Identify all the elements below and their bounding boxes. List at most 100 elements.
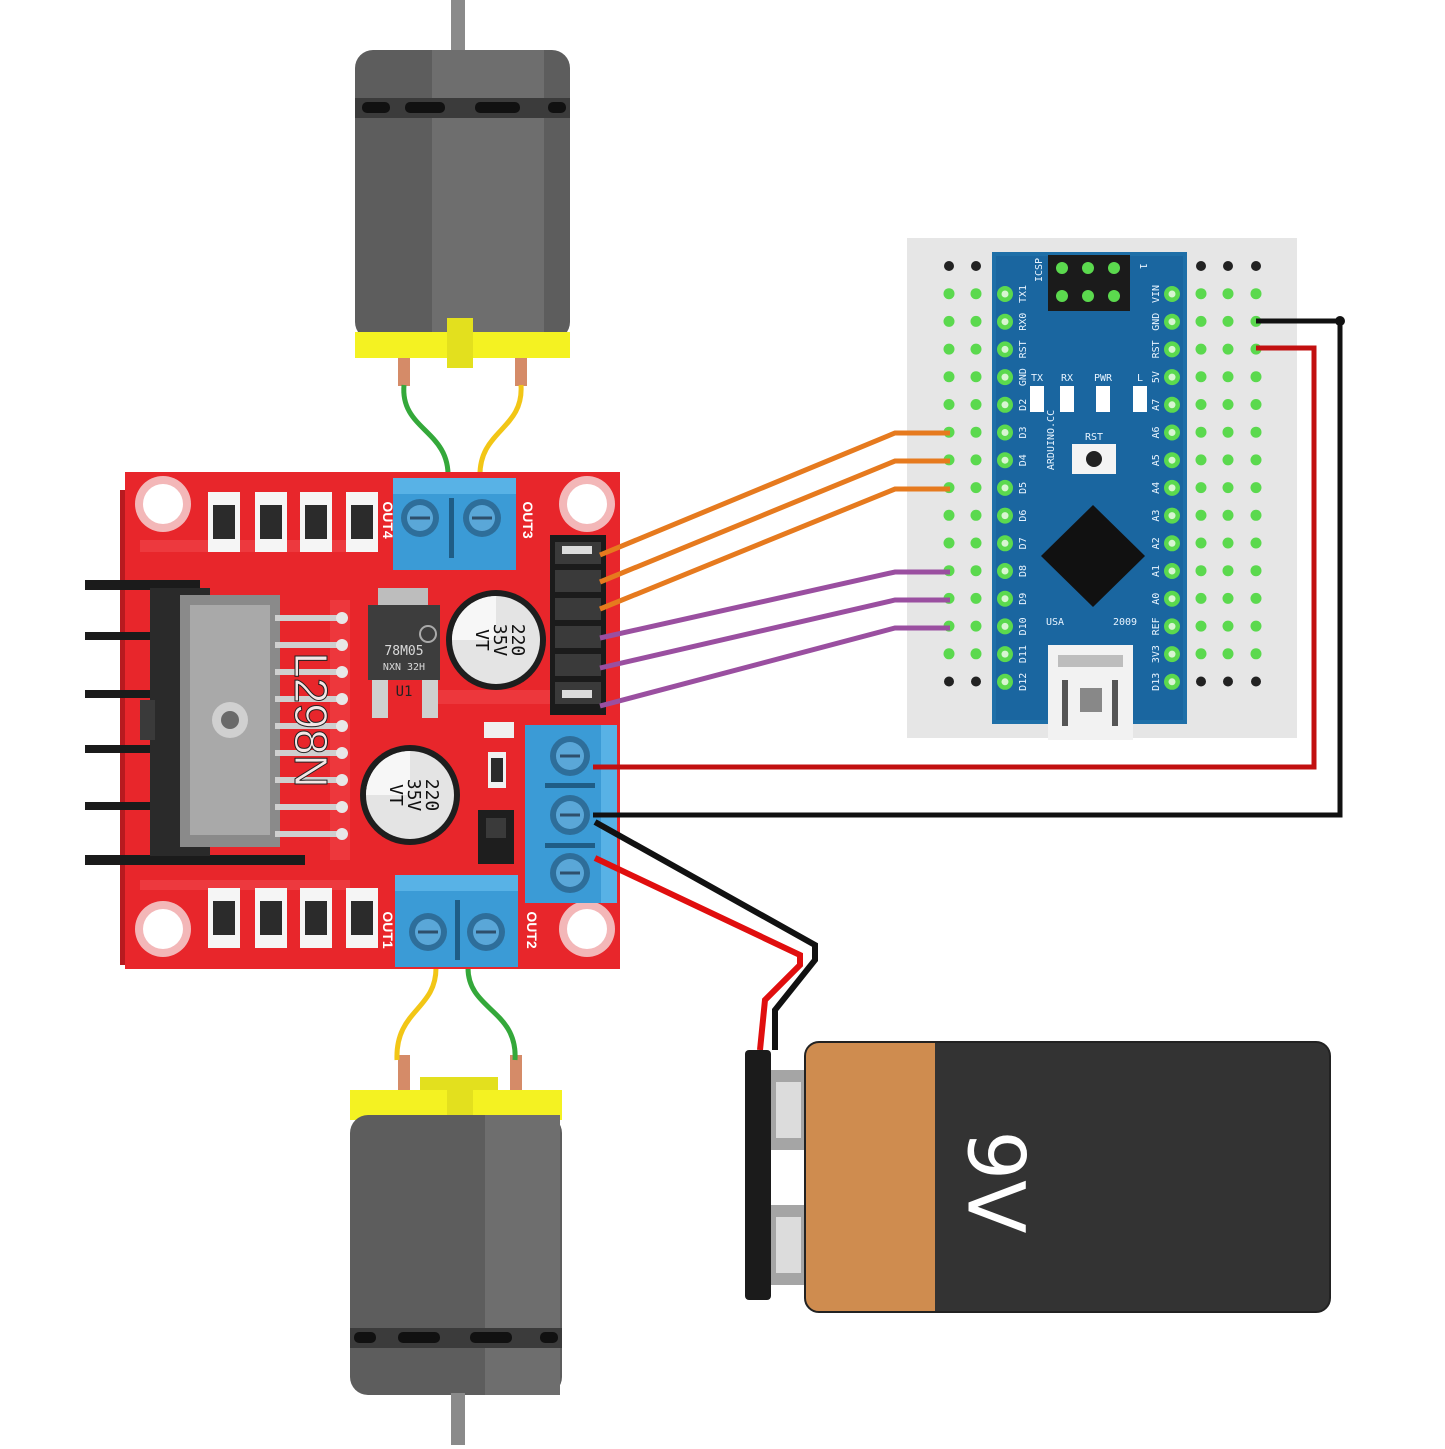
breadboard-hole [970,620,982,632]
breadboard-hole [1222,426,1234,438]
breadboard-hole [944,676,954,687]
breadboard-hole [971,676,981,687]
nano-right-pin-label: A2 [1151,537,1162,549]
nano-pin-hole [1001,567,1009,575]
breadboard-hole [1251,261,1261,271]
l298n-driver-board: L298N 78M05 NXN 32H U1 220 35V VT 220 [85,472,620,969]
mounting-hole [135,901,191,957]
nano-left-pin-label: D10 [1018,617,1029,635]
battery-9v: 9V [745,1041,1331,1313]
cap-value: 220 [421,779,442,812]
wire-red-battery [593,855,803,1051]
nano-pin-hole [1168,318,1176,326]
breadboard-hole [1222,343,1234,355]
terminal-label-out1: OUT1 [380,911,396,949]
breadboard-hole [943,343,955,355]
nano-pin-hole [1168,345,1176,353]
breadboard-hole [970,426,982,438]
breadboard-hole [1222,620,1234,632]
breadboard-hole [970,288,982,300]
nano-left-pin-label: D11 [1018,645,1029,663]
breadboard-hole [1195,620,1207,632]
nano-pin-hole [1001,456,1009,464]
wire-purple-d9 [599,597,950,671]
breadboard-hole [1195,399,1207,410]
terminal-label-out4: OUT4 [380,501,396,539]
nano-pin-hole [1001,678,1009,686]
breadboard-hole [943,315,955,327]
breadboard-hole [1196,676,1206,687]
icsp-label: ICSP [1034,258,1045,282]
breadboard-hole [943,288,955,300]
breadboard-hole [1195,509,1207,521]
wire-green-top [401,384,451,479]
nano-left-pin-label: RST [1018,340,1029,358]
nano-pin-hole [1001,539,1009,547]
cap-value: 220 [507,624,528,657]
rst-label: RST [1085,432,1103,443]
reset-button-cap [1086,451,1102,467]
breadboard-hole [943,537,955,549]
wire-red-5v [593,345,1317,770]
nano-right-pin-label: A5 [1151,454,1162,466]
nano-pin-hole [1168,429,1176,436]
wire-yellow-top [477,384,524,479]
breadboard-hole [943,509,955,521]
breadboard-hole [1223,261,1233,271]
battery-body [805,1042,1330,1312]
top-motor [355,0,570,386]
breadboard-hole [970,399,982,410]
breadboard-hole [1195,288,1207,300]
led [484,722,514,738]
nano-left-pin-label: TX1 [1018,285,1029,303]
cap-series: VT [385,784,406,806]
nano-right-pin-label: A7 [1151,399,1162,411]
breadboard-hole [970,371,982,383]
voltage-regulator: 78M05 NXN 32H U1 [368,588,440,718]
nano-left-pin-label: RX0 [1018,313,1029,331]
breadboard-hole [1250,482,1262,494]
breadboard-hole [1195,315,1207,327]
icsp-header [1048,255,1130,311]
breadboard-hole [970,537,982,549]
breadboard-hole [1222,648,1234,660]
nano-left-pin-label: D3 [1018,426,1029,438]
breadboard-hole [1195,648,1207,660]
breadboard-hole [944,261,954,271]
mounting-hole [559,901,615,957]
breadboard-hole [1195,482,1207,494]
nano-pin-hole [1168,567,1176,575]
bottom-motor [350,1055,562,1445]
cap-voltage: 35V [403,779,424,812]
nano-pin-hole [1168,484,1176,492]
breadboard-hole [1222,537,1234,549]
breadboard-hole [1222,509,1234,521]
breadboard-hole [1195,592,1207,604]
nano-pin-hole [1001,622,1009,630]
nano-right-pin-label: GND [1151,313,1162,331]
power-wires [593,316,1345,1051]
breadboard-hole [1195,426,1207,438]
l298n-chip-pins [275,612,348,840]
input-header [550,535,606,715]
breadboard-hole [1250,648,1262,660]
led-label-l: L [1137,373,1143,384]
breadboard-hole [1222,482,1234,494]
terminal-label-out2: OUT2 [524,911,540,949]
battery-clip [745,1050,771,1300]
nano-pin-hole [1168,595,1176,603]
nano-right-pin-label: 5V [1151,371,1162,383]
wire-yellow-bottom [394,967,439,1061]
microcontroller [1041,505,1145,607]
wire-black-battery [593,819,818,1050]
chip-label: L298N [285,652,337,788]
battery-terminal [771,1205,806,1285]
nano-left-pin-label: D5 [1018,482,1029,494]
brand-label: ARDUINO.CC [1046,410,1057,470]
wire-orange-d5 [599,486,950,612]
status-leds [1030,386,1147,412]
breadboard-hole [1250,620,1262,632]
breadboard-hole [1250,592,1262,604]
nano-pin-hole [1168,290,1176,298]
regulator-label: 78M05 [384,644,423,659]
